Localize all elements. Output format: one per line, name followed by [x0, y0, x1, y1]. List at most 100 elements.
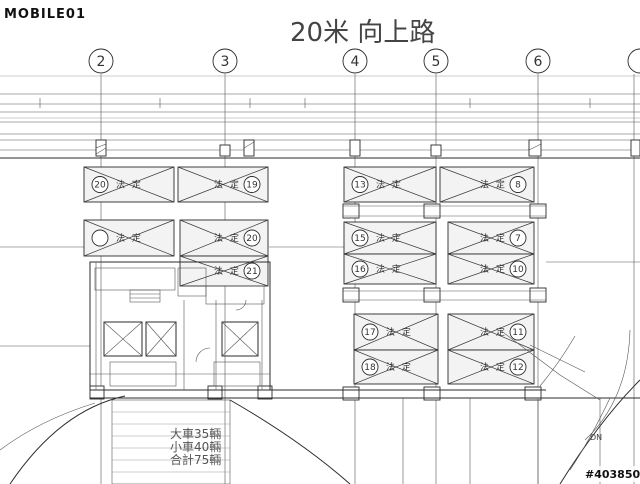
- parking-space-number: 11: [512, 328, 523, 338]
- parking-space-number-bubble: [351, 229, 369, 247]
- parking-space-number: 7: [515, 234, 521, 244]
- axis-label-6: 6: [534, 54, 543, 70]
- parking-space: 法 定: [83, 219, 175, 257]
- parking-space-label: 法 定: [376, 263, 403, 275]
- parking-space-cross: [343, 253, 437, 285]
- parking-space-number-bubble: [243, 176, 261, 193]
- summary-small-cars: 小車40輛: [170, 440, 221, 454]
- parking-space-label: 法 定: [480, 361, 507, 373]
- parking-space: 8 法 定: [439, 166, 535, 203]
- parking-space-number-bubble: [351, 260, 369, 278]
- parking-space: 13 法 定: [343, 166, 437, 203]
- parking-space-number-bubble: [509, 323, 527, 341]
- parking-space: 12 法 定: [447, 349, 535, 385]
- parking-space-label: 法 定: [480, 232, 507, 244]
- parking-space: 18 法 定: [353, 349, 439, 385]
- parking-space-number-bubble: [361, 358, 379, 376]
- axis-label-3: 3: [221, 54, 230, 70]
- parking-space-number: 20: [246, 234, 258, 244]
- parking-space-cross: [83, 166, 175, 203]
- parking-space-label: 法 定: [376, 179, 403, 191]
- parking-space-label: 法 定: [386, 361, 413, 373]
- parking-space-number-bubble: [509, 260, 527, 278]
- photo-id-watermark: #403850: [582, 466, 640, 482]
- parking-space-number-bubble: [243, 229, 261, 247]
- parking-space-label: 法 定: [480, 263, 507, 275]
- parking-space-number-bubble: [509, 358, 527, 376]
- parking-space: 21 法 定: [179, 255, 269, 287]
- parking-space: 19 法 定: [177, 166, 269, 203]
- parking-space-cross: [177, 166, 269, 203]
- ramp-direction-label: DN: [590, 433, 602, 442]
- parking-space-cross: [83, 219, 175, 257]
- parking-space-cross: [447, 221, 535, 255]
- parking-space-number: 15: [354, 234, 365, 244]
- parking-space: 20 法 定: [179, 219, 269, 257]
- axis-bubble-edge: [627, 48, 640, 74]
- mobile01-logo: MOBILE01: [2, 3, 94, 22]
- parking-space-number-bubble: [91, 229, 109, 247]
- parking-space-number-bubble: [361, 323, 379, 341]
- parking-space-number-bubble: [243, 262, 261, 280]
- summary-total: 合計75輛: [170, 452, 221, 467]
- parking-space-cross: [447, 349, 535, 385]
- parking-space: 16 法 定: [343, 253, 437, 285]
- parking-space-number-bubble: [509, 229, 527, 247]
- parking-space-cross: [447, 253, 535, 285]
- parking-space-number: 17: [364, 328, 375, 338]
- axis-label-5: 5: [432, 54, 441, 70]
- parking-space-cross: [343, 166, 437, 203]
- parking-space-label: 法 定: [376, 232, 403, 244]
- parking-space-number: 12: [512, 363, 523, 373]
- axis-bubble-3: 3: [212, 48, 238, 74]
- parking-space-number-bubble: [509, 176, 527, 193]
- parking-space-number: 21: [246, 267, 257, 277]
- parking-space-number: 20: [94, 181, 106, 191]
- parking-space: 10 法 定: [447, 253, 535, 285]
- watermark-text: #403850: [585, 468, 640, 481]
- parking-space-cross: [447, 313, 535, 351]
- road-label: 20米 向上路: [290, 18, 435, 48]
- parking-space-cross: [179, 219, 269, 257]
- elevator-stair-core: [89, 261, 271, 391]
- parking-space: 11法 定: [447, 313, 535, 351]
- axis-label-2: 2: [97, 54, 106, 70]
- parking-space-number: 13: [354, 181, 365, 191]
- parking-space-number: 16: [354, 265, 366, 275]
- parking-space-label: 法 定: [214, 179, 241, 191]
- parking-space-cross: [343, 221, 437, 255]
- ramp-curves: [0, 329, 640, 484]
- parking-space-number: 19: [246, 181, 258, 191]
- logo-text: MOBILE01: [4, 7, 86, 22]
- parking-space-cross: [353, 313, 439, 351]
- axis-bubble-6: 6: [525, 48, 551, 74]
- parking-space-cross: [179, 255, 269, 287]
- axis-label-4: 4: [351, 54, 360, 70]
- summary-large-cars: 大車35輛: [170, 427, 221, 441]
- parking-space-number: 10: [512, 265, 524, 275]
- structural-columns: [89, 139, 640, 401]
- parking-space-number-bubble: [351, 176, 369, 193]
- parking-space-label: 法 定: [116, 179, 143, 191]
- parking-space-number: 18: [364, 363, 376, 373]
- parking-space: 15 法 定: [343, 221, 437, 255]
- parking-space-number-bubble: [91, 176, 109, 193]
- axis-bubble-4: 4: [342, 48, 368, 74]
- parking-space-label: 法 定: [214, 265, 241, 277]
- parking-space-label: 法 定: [480, 179, 507, 191]
- parking-space-cross: [353, 349, 439, 385]
- parking-space: 20 法 定: [83, 166, 175, 203]
- beams: [0, 205, 640, 399]
- parking-space: 7 法 定: [447, 221, 535, 255]
- parking-space-label: 法 定: [386, 326, 413, 338]
- parking-space-cross: [439, 166, 535, 203]
- parking-summary: 大車35輛 小車40輛 合計75輛: [170, 427, 221, 467]
- parking-space: 17 法 定: [353, 313, 439, 351]
- parking-space-label: 法 定: [214, 232, 241, 244]
- axis-bubble-5: 5: [423, 48, 449, 74]
- axis-bubble-2: 2: [88, 48, 114, 74]
- parking-space-number: 8: [515, 181, 521, 191]
